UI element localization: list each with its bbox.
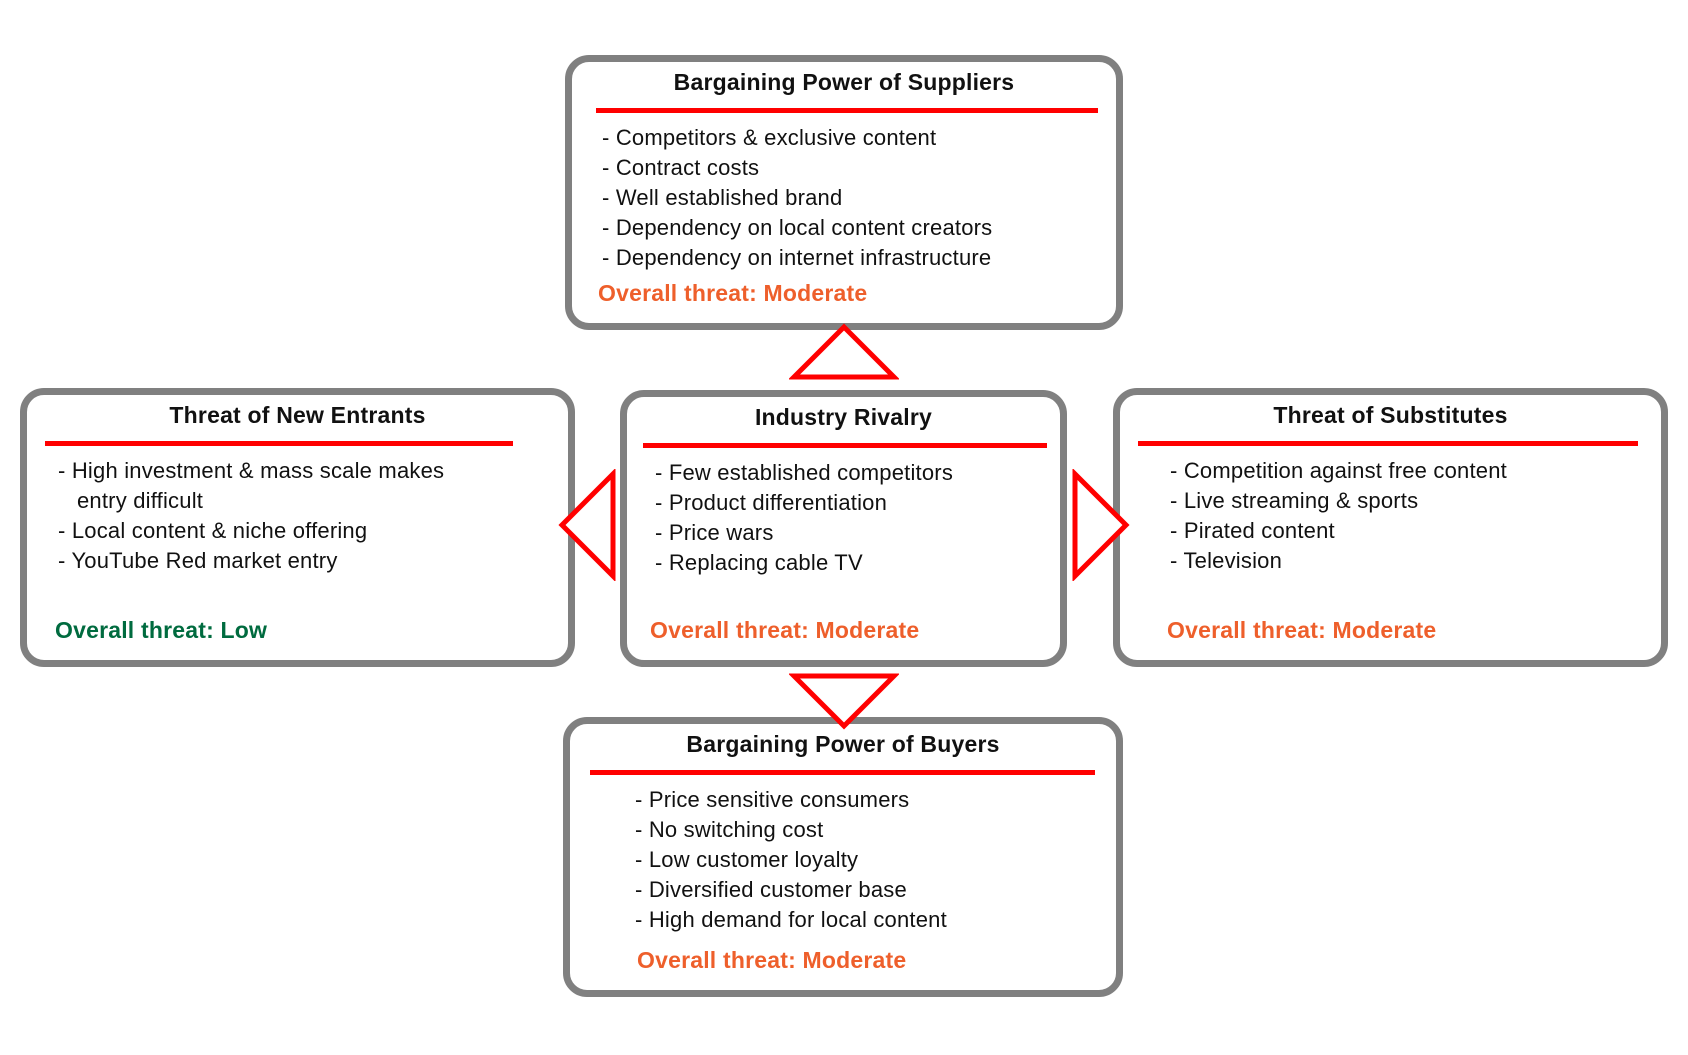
force-title-new-entrants: Threat of New Entrants bbox=[169, 402, 426, 428]
bullet-item: - Price sensitive consumers bbox=[635, 787, 910, 812]
bullet-item: - Competitors & exclusive content bbox=[602, 125, 937, 150]
bullet-item: - Well established brand bbox=[602, 185, 843, 210]
force-box-new-entrants: Threat of New Entrants - High investment… bbox=[20, 388, 575, 667]
bullet-item: - Price wars bbox=[655, 520, 774, 545]
bullet-item: - Few established competitors bbox=[655, 460, 954, 485]
bullet-item: - High demand for local content bbox=[635, 907, 947, 932]
force-title-rivalry: Industry Rivalry bbox=[754, 404, 933, 430]
bullet-item: - Product differentiation bbox=[655, 490, 888, 515]
arrow-up-triangle-icon bbox=[789, 323, 899, 380]
threat-summary-suppliers: Overall threat: Moderate bbox=[598, 280, 868, 306]
force-title-suppliers: Bargaining Power of Suppliers bbox=[673, 69, 1015, 95]
force-box-rivalry: Industry Rivalry - Few established compe… bbox=[620, 390, 1067, 667]
bullet-item: - Competition against free content bbox=[1170, 458, 1507, 483]
bullet-item: - No switching cost bbox=[635, 817, 824, 842]
arrow-left-triangle-icon bbox=[558, 469, 616, 581]
bullet-item: - High investment & mass scale makes ent… bbox=[58, 458, 445, 513]
force-items-rivalry: - Few established competitors - Product d… bbox=[655, 458, 1054, 578]
title-underline bbox=[590, 770, 1095, 775]
force-box-buyers: Bargaining Power of Buyers - Price sensi… bbox=[563, 717, 1123, 997]
bullet-item: - Dependency on internet infrastructure bbox=[602, 245, 992, 270]
force-items-buyers: - Price sensitive consumers - No switchin… bbox=[635, 785, 1108, 935]
threat-summary-buyers: Overall threat: Moderate bbox=[637, 947, 907, 973]
arrow-down-triangle-icon bbox=[789, 673, 899, 730]
bullet-item: - Replacing cable TV bbox=[655, 550, 863, 575]
force-box-substitutes: Threat of Substitutes - Competition agai… bbox=[1113, 388, 1668, 667]
threat-summary-substitutes: Overall threat: Moderate bbox=[1167, 617, 1437, 643]
bullet-item: - Pirated content bbox=[1170, 518, 1335, 543]
arrow-right-triangle-icon bbox=[1072, 469, 1130, 581]
title-underline bbox=[45, 441, 513, 446]
force-items-new-entrants: - High investment & mass scale makes ent… bbox=[58, 456, 560, 576]
bullet-item: - Television bbox=[1170, 548, 1283, 573]
threat-summary-new-entrants: Overall threat: Low bbox=[55, 617, 268, 643]
bullet-item: - Dependency on local content creators bbox=[602, 215, 993, 240]
bullet-item: - YouTube Red market entry bbox=[58, 548, 338, 573]
title-underline bbox=[643, 443, 1047, 448]
bullet-item: - Contract costs bbox=[602, 155, 760, 180]
bullet-item: - Low customer loyalty bbox=[635, 847, 859, 872]
threat-summary-rivalry: Overall threat: Moderate bbox=[650, 617, 920, 643]
bullet-item: - Live streaming & sports bbox=[1170, 488, 1419, 513]
force-items-substitutes: - Competition against free content - Live… bbox=[1170, 456, 1653, 576]
title-underline bbox=[596, 108, 1098, 113]
force-title-substitutes: Threat of Substitutes bbox=[1273, 402, 1508, 428]
force-box-suppliers: Bargaining Power of Suppliers - Competit… bbox=[565, 55, 1123, 330]
force-title-buyers: Bargaining Power of Buyers bbox=[686, 731, 1000, 757]
bullet-item: - Diversified customer base bbox=[635, 877, 907, 902]
force-items-suppliers: - Competitors & exclusive content - Contr… bbox=[602, 123, 1108, 273]
title-underline bbox=[1138, 441, 1638, 446]
bullet-item: - Local content & niche offering bbox=[58, 518, 368, 543]
